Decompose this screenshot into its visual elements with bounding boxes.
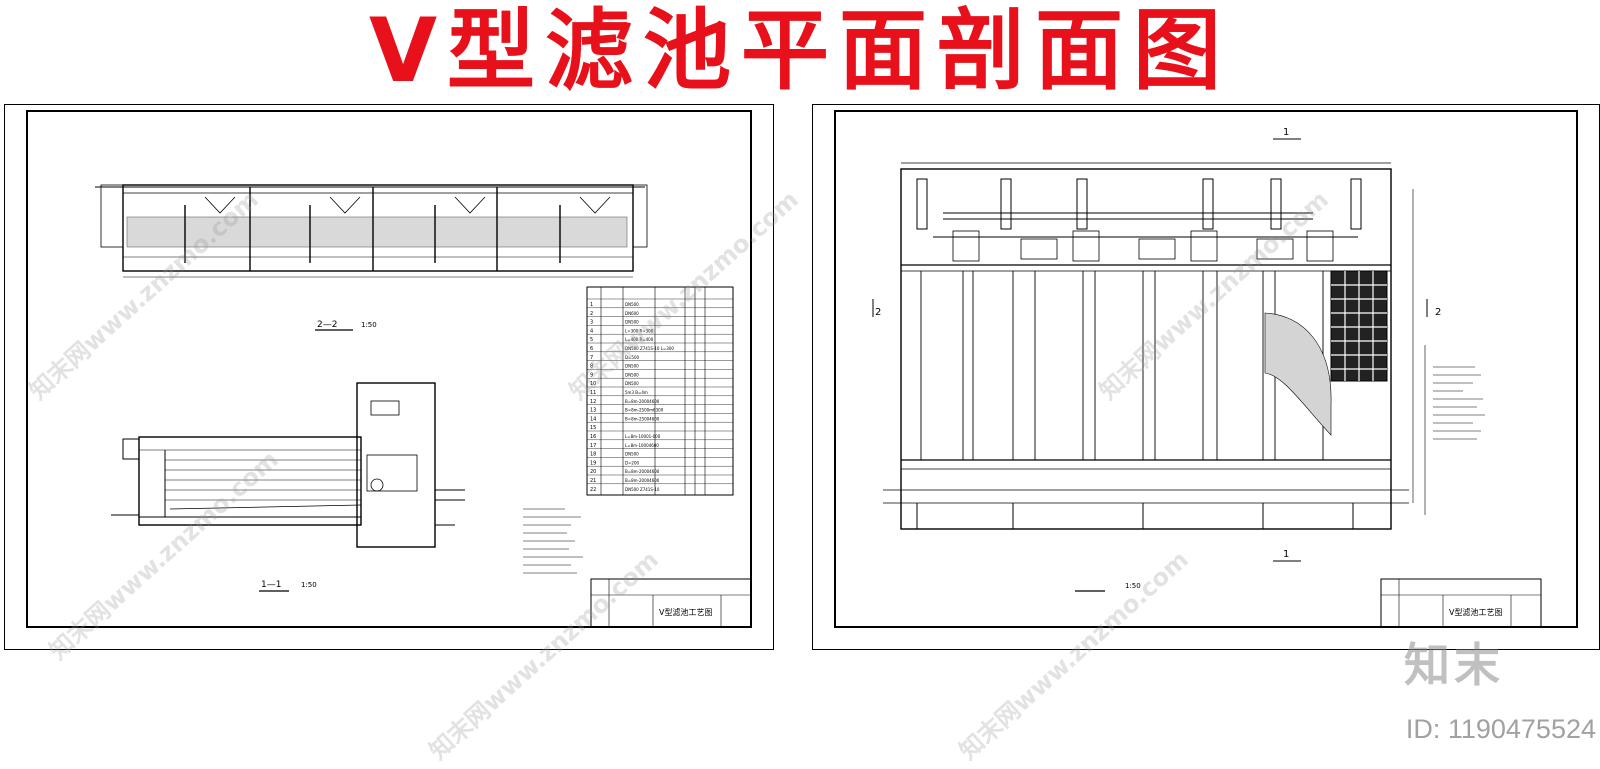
table-row-number: 5 [590,337,593,343]
table-row-spec: L=400 R=400 [625,337,654,342]
image-id: ID: 1190475524 [1405,714,1596,744]
table-row-spec: DN500 Z741S-10 L=300 [625,346,674,351]
section-2-2-label: 2—2 [317,320,337,330]
table-row-number: 15 [590,425,596,431]
equipment-table [586,286,734,496]
section-mark-2-right: 2 [1435,307,1441,318]
table-row-spec: B=8m-2500m6300 [625,408,664,413]
section-1-1-drawing [111,382,465,548]
table-row-number: 4 [590,328,593,334]
table-row-spec: L=300 R=300 [625,328,654,333]
table-row-spec: DN500 [625,381,639,386]
table-row-number: 16 [590,434,596,440]
table-row-number: 13 [590,408,596,414]
brand-logo: 知末 [1404,638,1504,692]
table-row-number: 9 [590,372,593,378]
table-row-number: 1 [590,302,593,308]
table-row-spec: B=8m-20004600 [625,478,660,483]
table-row-spec: DN500 [625,302,639,307]
table-row-spec: 5m3 B=4m [625,390,648,395]
left-title-block-name: V型滤池工艺图 [659,607,712,617]
table-row-spec: DN500 Z741S-10 [625,487,660,492]
table-row-number: 20 [590,469,596,475]
left-title-block [590,578,752,628]
section-1-1-caption: 1—1 1:50 [259,580,317,592]
table-row-spec: B=8m-20004600 [625,469,660,474]
section-2-2-drawing [95,184,648,278]
page-title: V型滤池平面剖面图 [368,0,1232,102]
table-row-number: 2 [590,311,593,317]
table-row-number: 19 [590,460,596,466]
table-row-number: 14 [590,416,596,422]
grid-cells [1331,271,1387,381]
table-row-number: 11 [590,390,596,396]
left-notes [523,508,583,574]
table-row-spec: L=8m-10001-000 [625,434,661,439]
section-mark-1-bottom: 1 [1283,549,1289,560]
table-row-number: 17 [590,443,596,449]
section-mark-1-top: 1 [1283,127,1289,138]
section-1-1-label: 1—1 [261,580,281,590]
right-title-block-name: V型滤池工艺图 [1449,607,1502,617]
table-row-number: 12 [590,399,596,405]
plan-view-drawing [883,162,1426,530]
table-row-spec: D=200 [625,460,640,465]
section-mark-2-left: 2 [875,307,881,318]
table-row-number: 18 [590,452,596,458]
table-row-number: 7 [590,355,593,361]
section-1-1-scale: 1:50 [301,581,317,589]
table-row-spec: DN500 [625,452,639,457]
table-row-spec: DN500 [625,320,639,325]
inner-frame [834,110,1578,628]
table-row-spec: B=8m-20004600 [625,399,660,404]
plan-caption: 1:50 [1075,582,1141,592]
table-row-number: 21 [590,478,596,484]
section-markers [872,138,1428,562]
table-row-number: 3 [590,320,593,326]
table-row-number: 6 [590,346,593,352]
section-2-2-caption: 2—2 1:50 [315,320,377,331]
inner-frame [26,110,752,628]
table-row-spec: B=8m-25004600 [625,416,660,421]
table-row-spec: DN500 [625,364,639,369]
plan-scale: 1:50 [1125,582,1141,590]
drawing-sheet-left: 2—2 1:50 1—1 1:50 [4,104,774,650]
drawing-sheet-right: 1 1 2 2 1:50 V型滤池工艺图 [812,104,1600,650]
table-row-spec: D=500 [625,355,640,360]
right-sheet-drawing: 1 1 2 2 1:50 V型滤池工艺图 [834,110,1578,628]
left-sheet-drawing: 2—2 1:50 1—1 1:50 [26,110,752,628]
table-row-number: 10 [590,381,596,387]
right-title-block [1380,578,1542,628]
table-row-spec: L=8m-10004600 [625,443,659,448]
table-row-spec: DN500 [625,372,639,377]
table-row-spec: DN600 [625,311,639,316]
section-2-2-scale: 1:50 [361,321,377,329]
table-row-number: 22 [590,487,596,493]
right-notes [1433,366,1485,440]
table-row-number: 8 [590,364,593,370]
